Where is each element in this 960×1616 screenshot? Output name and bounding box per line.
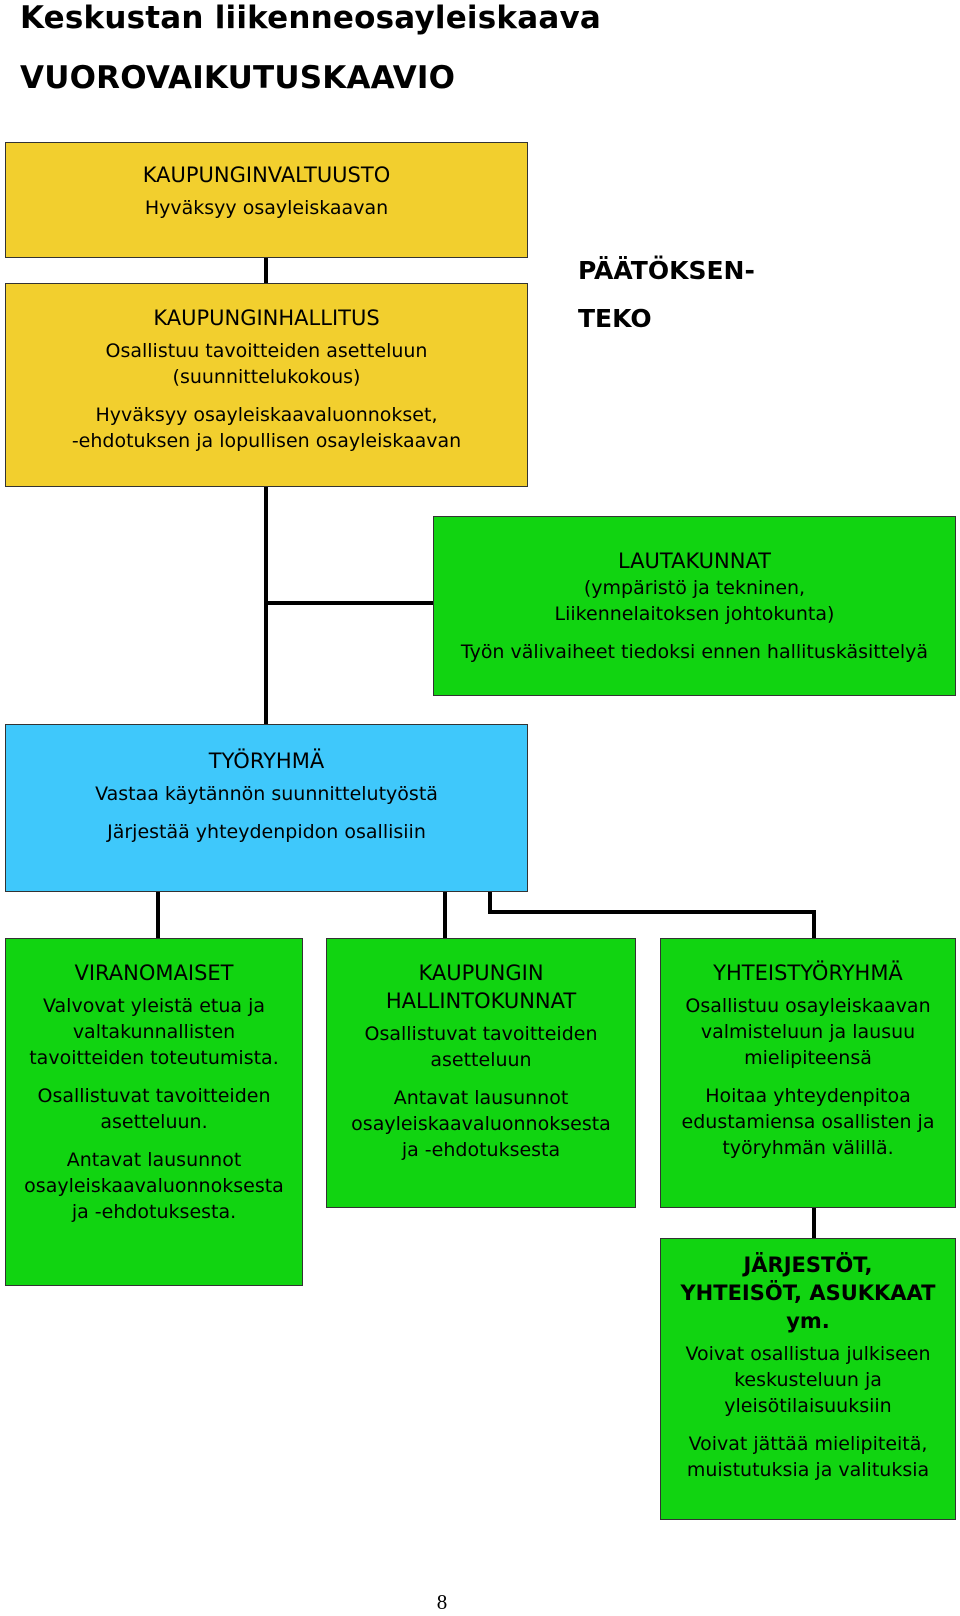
- diagram-title: VUOROVAIKUTUSKAAVIO: [20, 60, 456, 96]
- box-heading: TYÖRYHMÄ: [208, 749, 325, 773]
- connector-tyoryhma-yhteistyoryhma-h: [488, 910, 816, 914]
- page-number: 8: [436, 1590, 448, 1614]
- box-heading: ym.: [786, 1309, 830, 1333]
- connector-hallitus-tyoryhma: [264, 486, 268, 724]
- box-kaupunginhallitus: KAUPUNGINHALLITUS Osallistuu tavoitteide…: [5, 283, 528, 487]
- box-text: asetteluun: [430, 1049, 532, 1071]
- box-text: valmisteluun ja lausuu: [700, 1021, 916, 1043]
- connector-lautakunnat: [264, 601, 434, 605]
- box-text: Osallistuu tavoitteiden asetteluun: [105, 340, 428, 362]
- box-text: -ehdotuksen ja lopullisen osayleiskaavan: [71, 430, 462, 452]
- box-text: Osallistuvat tavoitteiden: [37, 1085, 271, 1107]
- box-text: Työn välivaiheet tiedoksi ennen hallitus…: [460, 641, 929, 663]
- box-kaupunginvaltuusto: KAUPUNGINVALTUUSTO Hyväksyy osayleiskaav…: [5, 142, 528, 258]
- connector-yhteistyoryhma-jarjestot: [812, 1206, 816, 1238]
- box-text: Voivat osallistua julkiseen: [685, 1343, 931, 1365]
- box-text: (suunnittelukokous): [172, 366, 361, 388]
- box-text: osayleiskaavaluonnoksesta: [24, 1175, 284, 1197]
- box-text: Hoitaa yhteydenpitoa: [705, 1085, 911, 1107]
- box-text: Valvovat yleistä etua ja: [43, 995, 265, 1017]
- connector-tyoryhma-yhteistyoryhma-v2: [812, 910, 816, 938]
- box-heading: YHTEISÖT, ASUKKAAT: [680, 1281, 936, 1305]
- connector-tyoryhma-viranomaiset: [156, 891, 160, 938]
- box-text: ja -ehdotuksesta.: [71, 1201, 237, 1223]
- box-text: Järjestää yhteydenpidon osallisiin: [107, 821, 426, 843]
- box-heading: LAUTAKUNNAT: [617, 549, 772, 573]
- box-heading: YHTEISTYÖRYHMÄ: [713, 961, 903, 985]
- box-lautakunnat: LAUTAKUNNAT (ympäristö ja tekninen, Liik…: [433, 516, 956, 696]
- box-heading: KAUPUNGINHALLITUS: [153, 306, 380, 330]
- box-text: tavoitteiden toteutumista.: [29, 1047, 279, 1069]
- box-text: yleisötilaisuuksiin: [724, 1395, 892, 1417]
- box-text: osayleiskaavaluonnoksesta: [351, 1113, 611, 1135]
- box-text: keskusteluun ja: [734, 1369, 882, 1391]
- box-text: Liikennelaitoksen johtokunta): [554, 603, 835, 625]
- box-jarjestot-yhteisot-asukkaat: JÄRJESTÖT, YHTEISÖT, ASUKKAAT ym. Voivat…: [660, 1238, 956, 1520]
- box-text: (ympäristö ja tekninen,: [583, 577, 806, 599]
- box-text: Antavat lausunnot: [393, 1087, 569, 1109]
- decision-making-label: PÄÄTÖKSEN- TEKO: [578, 247, 755, 343]
- box-text: asetteluun.: [100, 1111, 208, 1133]
- connector-tyoryhma-hallintokunnat: [443, 891, 447, 938]
- box-heading: HALLINTOKUNNAT: [385, 989, 577, 1013]
- box-tyoryhma: TYÖRYHMÄ Vastaa käytännön suunnittelutyö…: [5, 724, 528, 892]
- connector-tyoryhma-yhteistyoryhma-v1: [488, 891, 492, 914]
- box-text: mielipiteensä: [744, 1047, 872, 1069]
- box-text: edustamiensa osallisten ja: [681, 1111, 935, 1133]
- box-text: Osallistuu osayleiskaavan: [685, 995, 931, 1017]
- box-text: Hyväksyy osayleiskaavan: [144, 197, 389, 219]
- box-heading: JÄRJESTÖT,: [743, 1253, 873, 1277]
- box-heading: KAUPUNGINVALTUUSTO: [142, 163, 391, 187]
- decision-label-line: PÄÄTÖKSEN-: [578, 256, 755, 285]
- connector-valtuusto-hallitus: [264, 256, 268, 284]
- box-kaupungin-hallintokunnat: KAUPUNGIN HALLINTOKUNNAT Osallistuvat ta…: [326, 938, 636, 1208]
- box-text: valtakunnallisten: [72, 1021, 236, 1043]
- box-text: Antavat lausunnot: [66, 1149, 242, 1171]
- box-yhteistyoryhma: YHTEISTYÖRYHMÄ Osallistuu osayleiskaavan…: [660, 938, 956, 1208]
- box-heading: KAUPUNGIN: [418, 961, 544, 985]
- decision-label-line: TEKO: [578, 304, 652, 333]
- box-text: Hyväksyy osayleiskaavaluonnokset,: [95, 404, 438, 426]
- box-heading: VIRANOMAISET: [74, 961, 234, 985]
- box-text: Vastaa käytännön suunnittelutyöstä: [95, 783, 438, 805]
- box-text: työryhmän välillä.: [722, 1137, 894, 1159]
- box-text: ja -ehdotuksesta: [401, 1139, 561, 1161]
- box-text: muistutuksia ja valituksia: [686, 1459, 930, 1481]
- document-title: Keskustan liikenneosayleiskaava: [20, 0, 601, 36]
- box-text: Voivat jättää mielipiteitä,: [688, 1433, 928, 1455]
- box-viranomaiset: VIRANOMAISET Valvovat yleistä etua ja va…: [5, 938, 303, 1286]
- box-text: Osallistuvat tavoitteiden: [364, 1023, 598, 1045]
